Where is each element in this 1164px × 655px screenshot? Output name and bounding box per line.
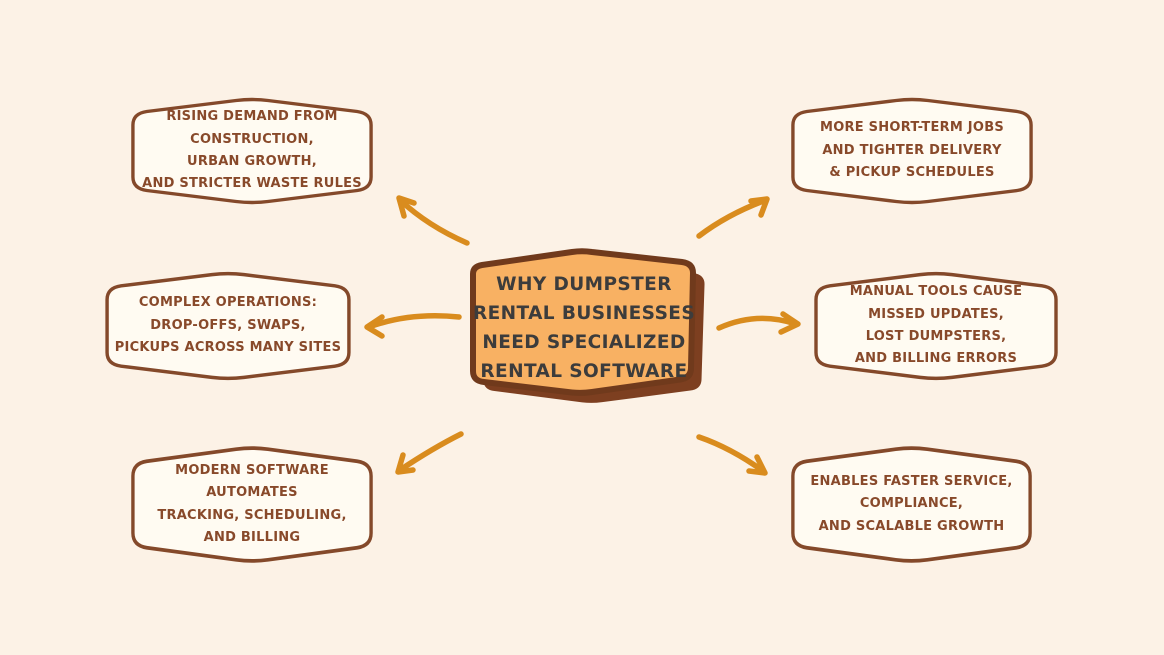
node-text: ENABLES FASTER SERVICE, COMPLIANCE, AND … (810, 473, 1013, 534)
center-title: WHY DUMPSTER RENTAL BUSINESSES NEED SPEC… (472, 273, 696, 383)
banner-shape (814, 271, 1058, 381)
node-software-automates: MODERN SOFTWARE AUTOMATES TRACKING, SCHE… (123, 441, 381, 568)
node-text: MORE SHORT-TERM JOBS AND TIGHTER DELIVER… (820, 120, 1004, 181)
node-faster-service: ENABLES FASTER SERVICE, COMPLIANCE, AND … (783, 441, 1040, 568)
arrow-to-mid-right (716, 311, 801, 335)
node-text: RISING DEMAND FROM CONSTRUCTION, URBAN G… (142, 109, 362, 192)
node-short-term-jobs: MORE SHORT-TERM JOBS AND TIGHTER DELIVER… (783, 93, 1041, 209)
banner-shape (131, 446, 373, 563)
banner-shape (131, 97, 373, 205)
node-text: MODERN SOFTWARE AUTOMATES TRACKING, SCHE… (157, 462, 347, 545)
banner-shape (105, 271, 351, 381)
arrow-to-mid-left (364, 313, 462, 339)
arrow-to-bottom-right (696, 434, 768, 476)
center-face (470, 248, 697, 396)
node-complex-operations: COMPLEX OPERATIONS: DROP-OFFS, SWAPS, PI… (97, 267, 359, 385)
node-text: COMPLEX OPERATIONS: DROP-OFFS, SWAPS, PI… (114, 295, 342, 356)
arrow-to-top-left (396, 195, 470, 246)
banner-shape (791, 446, 1032, 563)
node-manual-tools: MANUAL TOOLS CAUSE MISSED UPDATES, LOST … (806, 267, 1066, 385)
center-shape (470, 248, 705, 403)
center-node: WHY DUMPSTER RENTAL BUSINESSES NEED SPEC… (450, 244, 718, 412)
node-text: MANUAL TOOLS CAUSE MISSED UPDATES, LOST … (849, 284, 1023, 367)
banner-shape (791, 97, 1033, 205)
arrow-to-top-right (696, 196, 770, 239)
node-rising-demand: RISING DEMAND FROM CONSTRUCTION, URBAN G… (123, 93, 381, 209)
arrow-to-bottom-left (395, 431, 464, 475)
